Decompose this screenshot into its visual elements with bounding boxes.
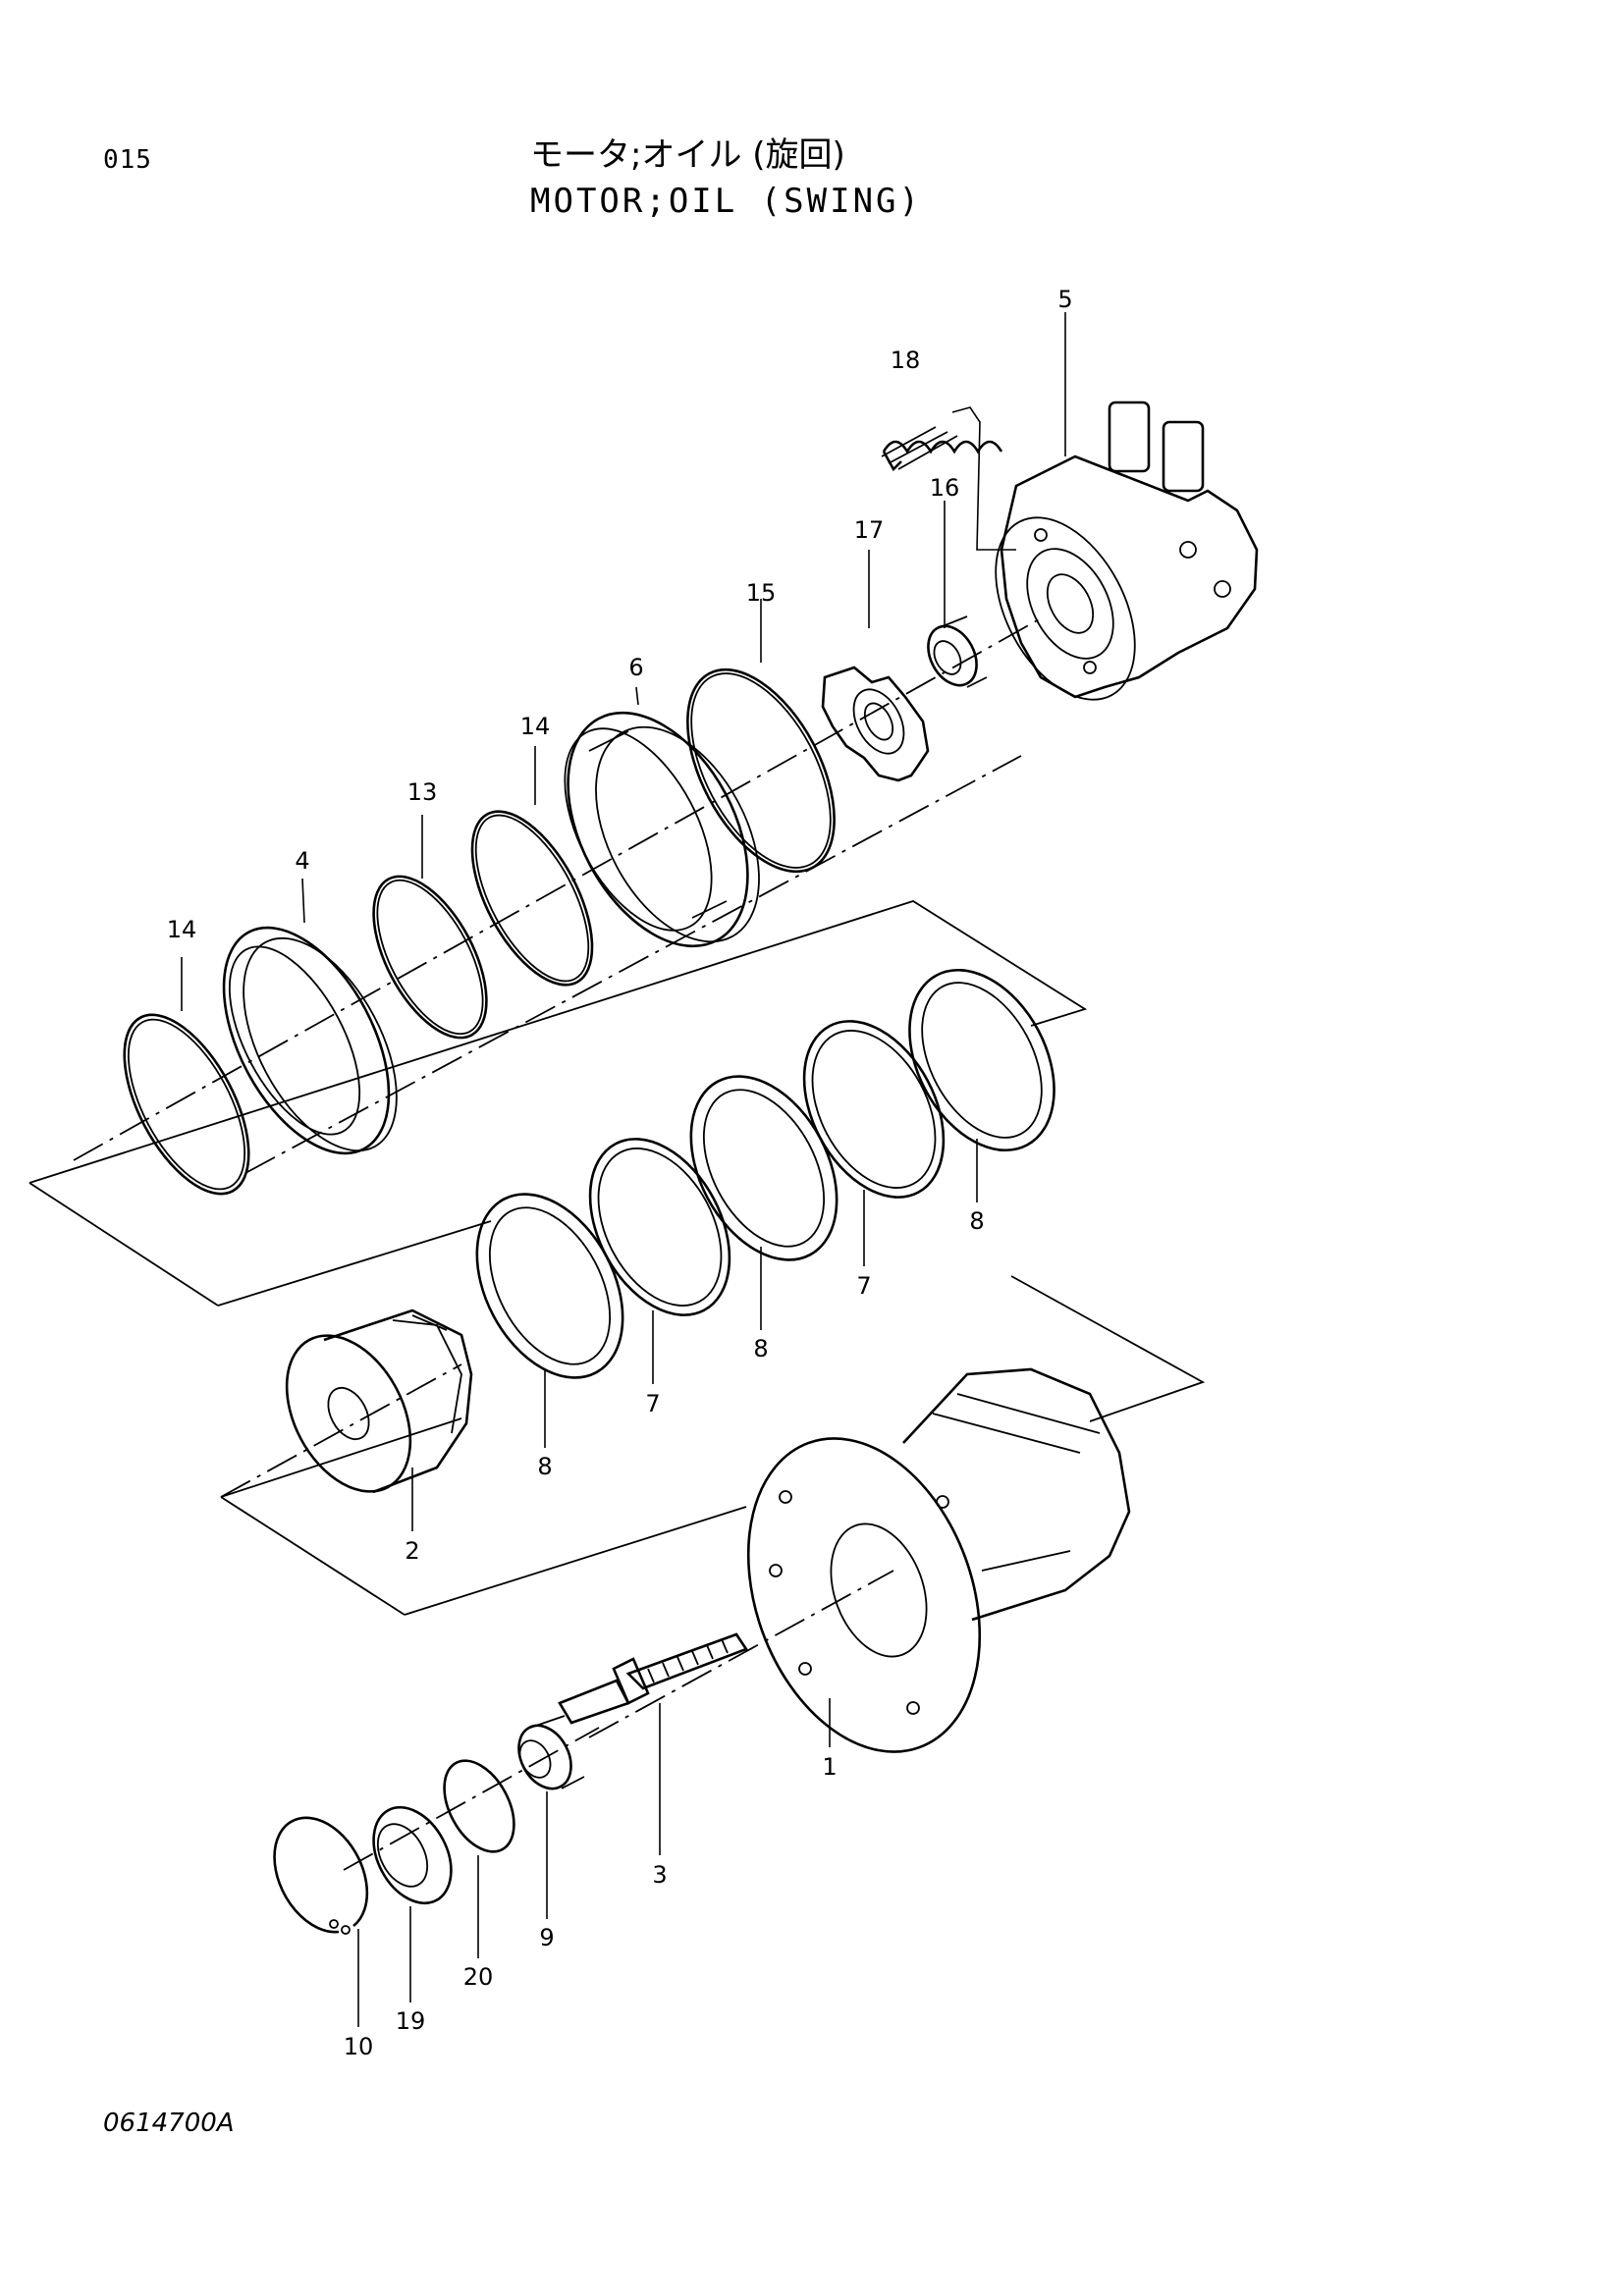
part-13-o-ring xyxy=(372,875,488,1040)
callout-18: 18 xyxy=(891,347,921,374)
part-16-bearing xyxy=(927,615,988,688)
part-2-cylinder-block xyxy=(285,1308,473,1494)
part-17-plate xyxy=(821,666,930,782)
part-10-snap-ring xyxy=(273,1816,369,1935)
part-19-seal xyxy=(372,1805,453,1905)
callout-14-left: 14 xyxy=(167,916,197,943)
callout-5: 4 xyxy=(295,847,309,875)
part-8-plate-right xyxy=(908,968,1055,1152)
page-number: 015 xyxy=(103,145,152,175)
part-18-spring xyxy=(881,406,1016,551)
part-5-seal xyxy=(222,926,398,1155)
part-20-o-ring xyxy=(443,1759,515,1853)
callout-7-right: 7 xyxy=(856,1272,871,1300)
part-8-plate-middle xyxy=(689,1075,839,1261)
callout-19: 19 xyxy=(396,2007,426,2035)
lower-group-boundary xyxy=(220,1275,1206,1616)
part-7-disc-right xyxy=(802,1020,946,1199)
callout-4: 5 xyxy=(1057,286,1072,313)
title-japanese: モータ;オイル (旋回) xyxy=(530,135,845,175)
callout-1: 1 xyxy=(822,1753,837,1781)
callout-16: 16 xyxy=(930,474,960,502)
part-14-o-ring-left xyxy=(123,1013,250,1196)
part-1-casing xyxy=(746,1367,1131,1753)
title-english: MOTOR;OIL (SWING) xyxy=(530,182,922,221)
callout-13: 13 xyxy=(407,778,438,806)
part-9-bearing xyxy=(517,1715,585,1790)
callout-labels: 14 4 13 14 6 15 17 16 18 5 8 7 8 7 8 2 1… xyxy=(167,286,1073,2060)
callout-8-right: 8 xyxy=(969,1207,984,1235)
callout-14-middle: 14 xyxy=(520,713,551,740)
leader-lines xyxy=(181,312,1066,2027)
upper-group-boundary xyxy=(28,900,1088,1307)
callout-10: 10 xyxy=(344,2033,374,2060)
callout-2: 2 xyxy=(405,1537,419,1565)
callout-17: 17 xyxy=(854,516,885,544)
part-15-o-ring xyxy=(686,667,836,874)
part-8-plate-left xyxy=(475,1193,624,1379)
part-14-o-ring-middle xyxy=(470,810,594,987)
callout-8-left: 8 xyxy=(537,1453,552,1480)
callout-7-left: 7 xyxy=(645,1390,660,1417)
callout-20: 20 xyxy=(463,1963,494,1991)
callout-9: 9 xyxy=(539,1924,554,1951)
assembly-axis-lines xyxy=(73,617,1042,1871)
part-3-shaft xyxy=(558,1632,748,1725)
callout-6: 6 xyxy=(628,654,643,681)
callout-3: 3 xyxy=(652,1861,667,1889)
part-4-valve-housing xyxy=(995,400,1259,701)
figure-code: 0614700A xyxy=(103,2109,235,2138)
callout-15: 15 xyxy=(746,579,777,607)
part-6-piston xyxy=(564,711,760,948)
callout-8-middle: 8 xyxy=(753,1335,768,1362)
